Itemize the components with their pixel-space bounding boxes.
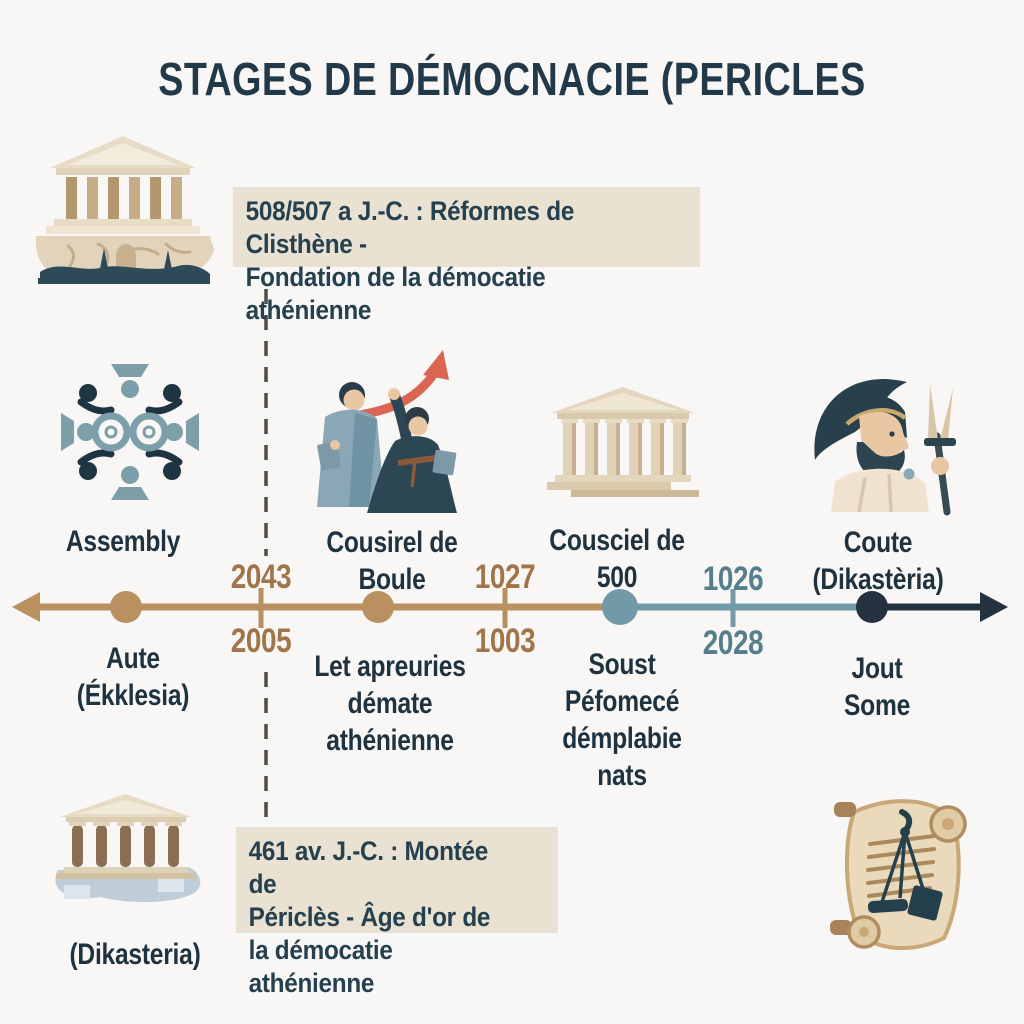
temple-label: Cousciel de 500 bbox=[527, 522, 707, 596]
timeline-caption-apreuries: Let apreuries démate athénienne bbox=[300, 648, 480, 759]
timeline-caption-ekklesia-line-1: Aute bbox=[106, 642, 160, 675]
timeline-dot-4 bbox=[856, 591, 888, 623]
dikasteria-temple-illustration bbox=[55, 794, 201, 903]
dikasteria-label: (Dikasteria) bbox=[69, 938, 201, 971]
timeline-caption-jout-line-1: Jout bbox=[851, 652, 903, 685]
timeline-right-arrowhead-icon bbox=[980, 592, 1008, 622]
event-box-clisthene: 508/507 a J.-C. : Réformes de Clisthène … bbox=[233, 187, 700, 325]
timeline-caption-soust-line-3: démplabie bbox=[562, 722, 682, 755]
timeline-year-1-below: 2005 bbox=[230, 622, 292, 660]
event-box-pericles: 461 av. J.-C. : Montée de Périclès - Âge… bbox=[236, 827, 558, 998]
timeline-caption-soust-line-2: Péfomecé bbox=[564, 685, 680, 718]
council-label: Cousirel de Boule bbox=[302, 524, 482, 598]
timeline-year-3-below: 2028 bbox=[702, 624, 764, 662]
timeline-year-3-above: 1026 bbox=[702, 560, 764, 598]
event-box-pericles-line-1: 461 av. J.-C. : Montée de bbox=[248, 836, 489, 899]
event-box-clisthene-line-2: Fondation de la démocatie athénienne bbox=[245, 262, 546, 325]
event-box-pericles-line-3: la démocatie athénienne bbox=[248, 935, 393, 998]
timeline-caption-ekklesia: Aute (Ékklesia) bbox=[43, 640, 223, 714]
council-figures-illustration bbox=[317, 350, 457, 513]
timeline-caption-jout: Jout Some bbox=[787, 650, 967, 724]
timeline-caption-soust-line-1: Soust bbox=[588, 648, 656, 681]
temple-label-line-2: 500 bbox=[596, 561, 638, 594]
council-label-line-2: Boule bbox=[358, 563, 426, 596]
assembly-label: Assembly bbox=[65, 525, 181, 558]
acropolis-illustration bbox=[35, 136, 214, 284]
pericles-bust-illustration bbox=[814, 379, 956, 516]
pericles-label-line-2: (Dikastèria) bbox=[812, 563, 944, 596]
timeline-caption-soust-line-4: nats bbox=[597, 759, 647, 792]
temple-500-illustration bbox=[547, 387, 699, 497]
council-label-line-1: Cousirel de bbox=[326, 526, 458, 559]
timeline-left-arrowhead-icon bbox=[12, 592, 40, 622]
timeline-caption-soust: Soust Péfomecé démplabie nats bbox=[532, 646, 712, 794]
event-box-pericles-line-2: Périclès - Âge d'or de bbox=[248, 902, 491, 932]
pericles-label-line-1: Coute bbox=[843, 526, 913, 559]
timeline-year-2-above: 1027 bbox=[474, 558, 536, 596]
assembly-circle-icon bbox=[61, 364, 199, 500]
page-title: STAGES DE DÉMOCNACIE (PERICLES bbox=[158, 53, 866, 105]
timeline-dot-3 bbox=[602, 589, 638, 625]
event-box-clisthene-line-1: 508/507 a J.-C. : Réformes de Clisthène … bbox=[245, 196, 575, 259]
timeline-dot-1 bbox=[110, 591, 142, 623]
timeline-caption-apreuries-line-2: démate athénienne bbox=[326, 687, 454, 757]
law-scroll-illustration bbox=[830, 799, 967, 950]
timeline-caption-jout-line-2: Some bbox=[843, 689, 911, 722]
timeline-year-2-below: 1003 bbox=[474, 622, 536, 660]
timeline-caption-apreuries-line-1: Let apreuries bbox=[314, 650, 466, 683]
timeline-year-1-above: 2043 bbox=[230, 558, 292, 596]
timeline-caption-ekklesia-line-2: (Ékklesia) bbox=[76, 679, 190, 712]
timeline-dot-2 bbox=[362, 591, 394, 623]
temple-label-line-1: Cousciel de bbox=[549, 524, 685, 557]
pericles-label: Coute (Dikastèria) bbox=[788, 524, 968, 598]
